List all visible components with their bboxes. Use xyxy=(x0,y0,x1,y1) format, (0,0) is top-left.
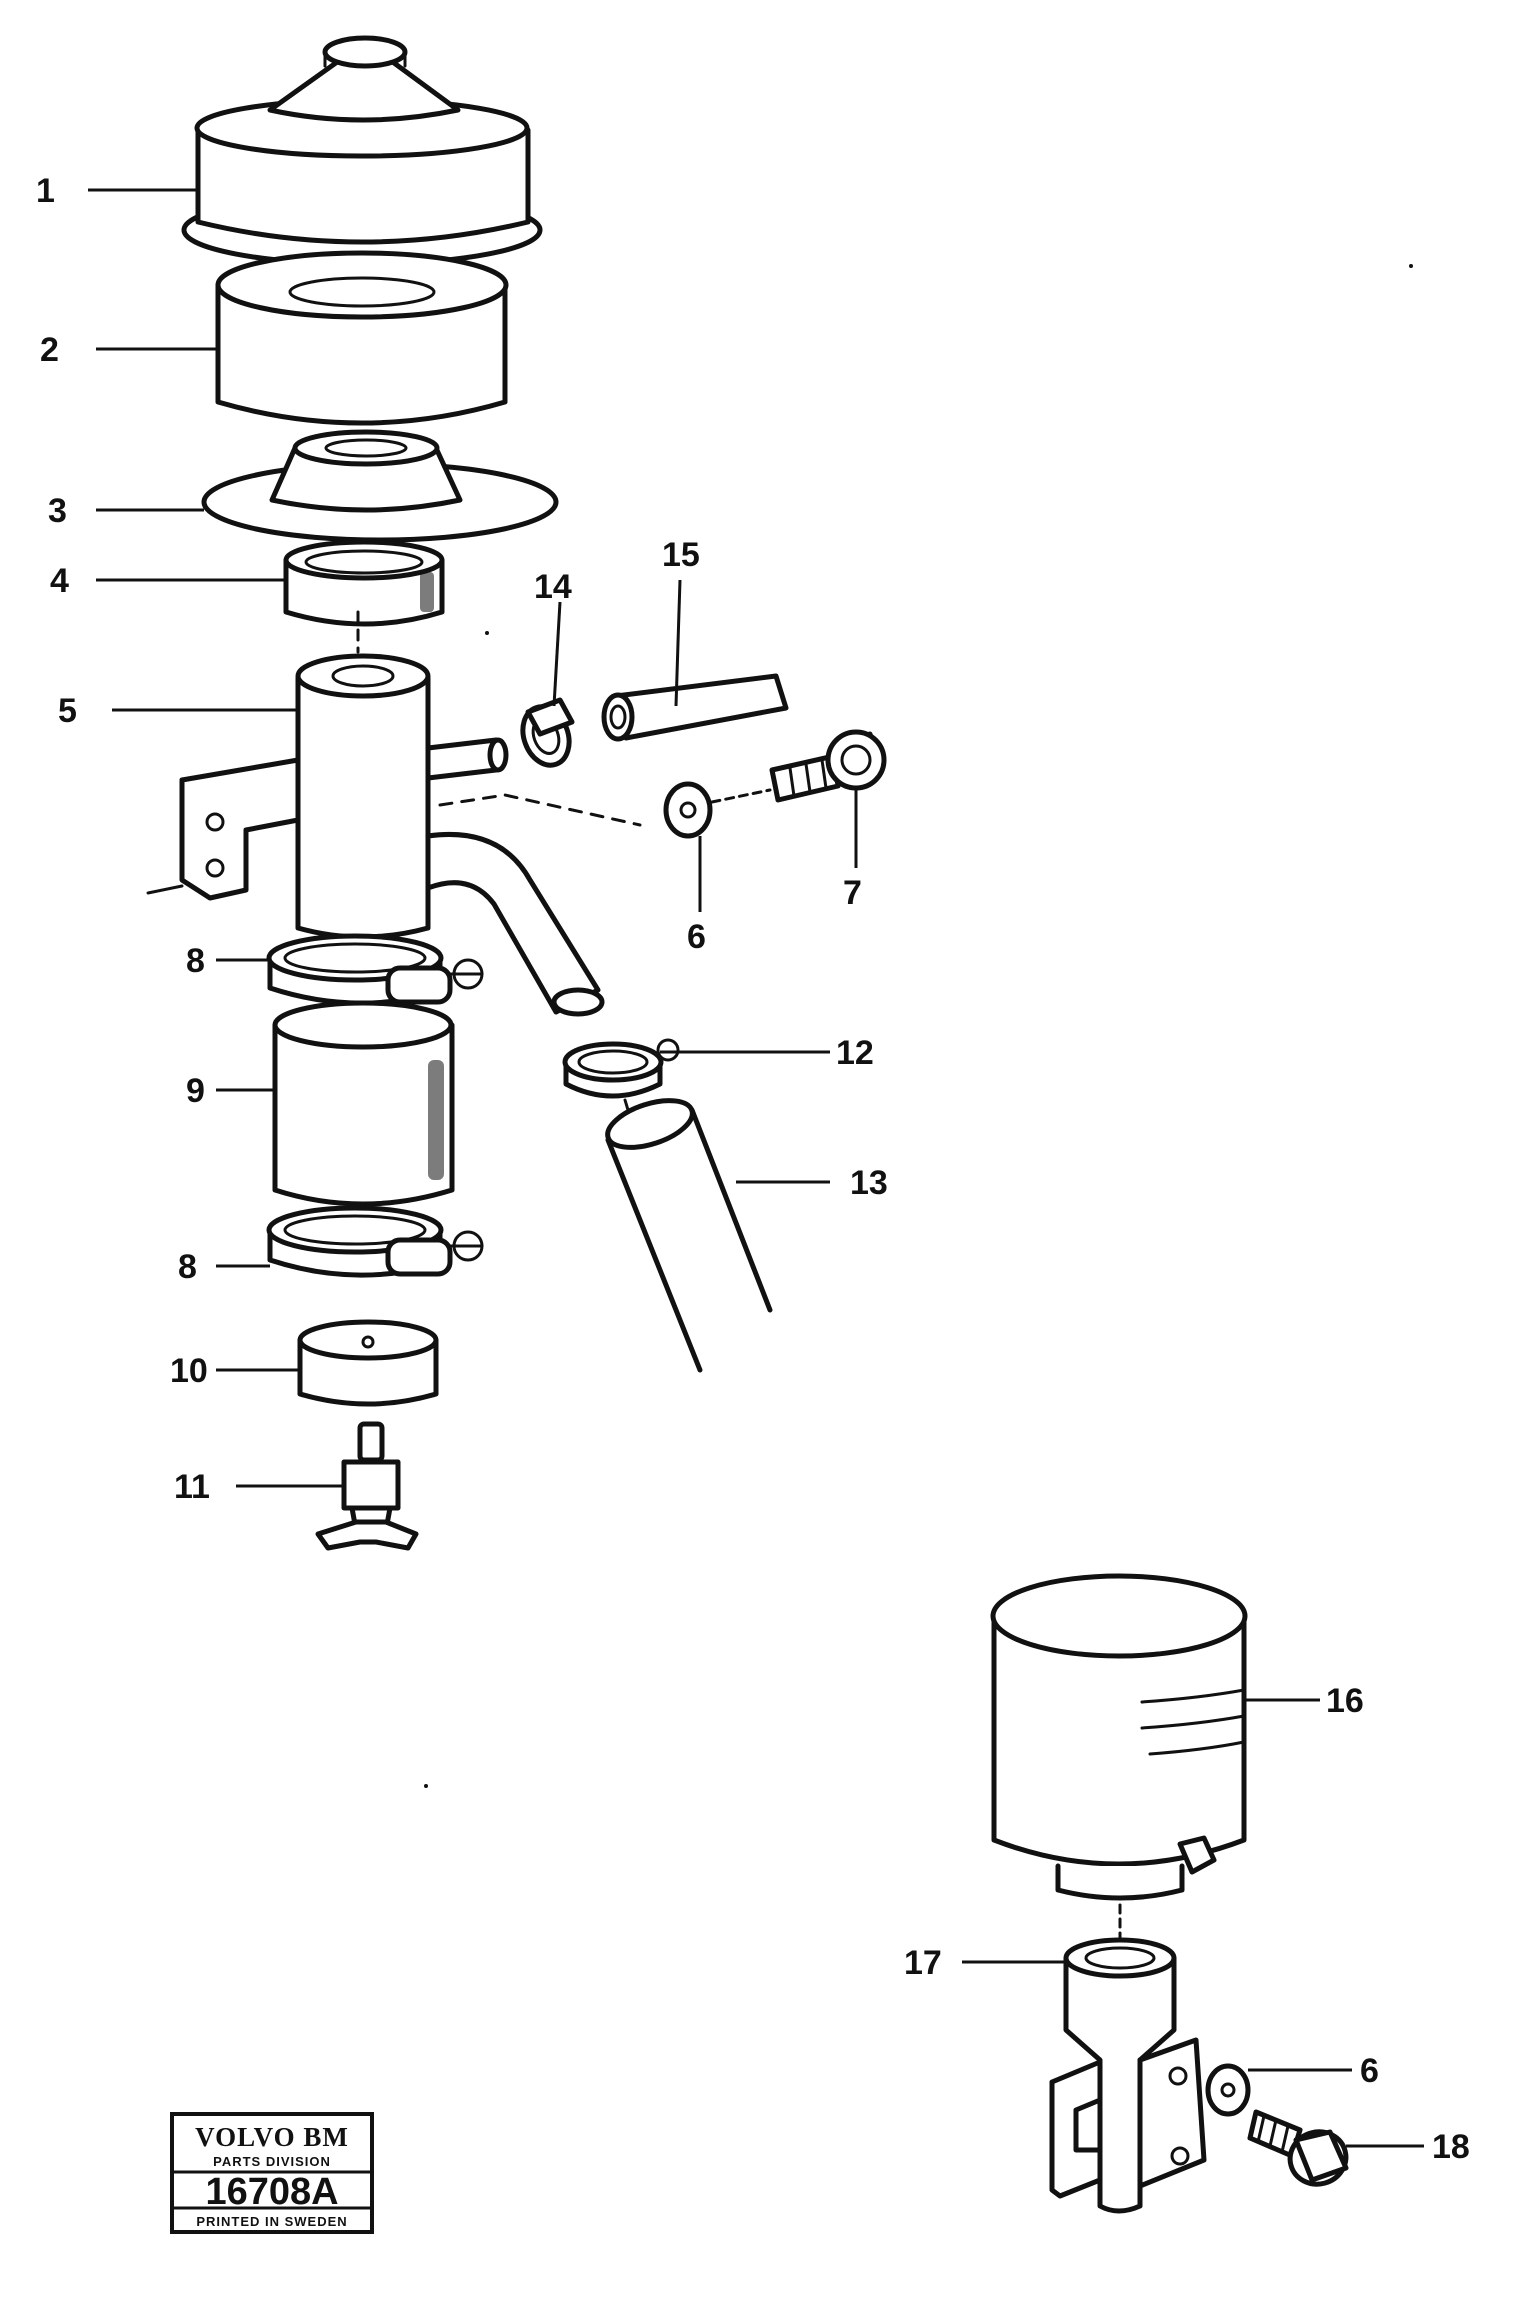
part-2-filter-element xyxy=(215,250,509,426)
part-10-plug xyxy=(297,1319,439,1407)
part-7-bolt xyxy=(769,729,887,803)
stamp-brand: VOLVO BM xyxy=(195,2122,349,2152)
part-8-clamp-upper xyxy=(266,933,484,1006)
callout-17: 17 xyxy=(904,1944,942,1982)
callout-16: 16 xyxy=(1326,1682,1364,1720)
part-8-clamp-lower xyxy=(266,1205,484,1278)
stray-marks xyxy=(146,264,1413,1788)
callout-5: 5 xyxy=(58,692,77,730)
callout-7: 7 xyxy=(843,874,862,912)
part-17-filter-head xyxy=(1049,1937,1207,2214)
part-1-filter-cap xyxy=(181,35,543,267)
part-13-hose xyxy=(605,1098,773,1373)
callout-6-lower: 6 xyxy=(1360,2052,1379,2090)
part-18-bolt xyxy=(1247,2109,1349,2187)
part-6-washer-lower xyxy=(1205,2063,1251,2117)
part-9-bowl xyxy=(272,1000,455,1207)
callout-14: 14 xyxy=(534,568,572,606)
callout-8: 8 xyxy=(186,942,205,980)
callout-1: 1 xyxy=(36,172,55,210)
callout-9: 9 xyxy=(186,1072,205,1110)
stamp-division: PARTS DIVISION xyxy=(213,2154,331,2169)
stamp-number: 16708A xyxy=(205,2171,338,2213)
parts-division-stamp: VOLVO BM PARTS DIVISION 16708A PRINTED I… xyxy=(170,2112,374,2234)
callout-15: 15 xyxy=(662,536,700,574)
callout-13: 13 xyxy=(850,1164,888,1202)
part-3-cone-plate xyxy=(201,429,559,543)
part-15-hose xyxy=(601,673,789,742)
callout-11: 11 xyxy=(174,1468,210,1506)
callout-12: 12 xyxy=(836,1034,874,1072)
callout-6: 6 xyxy=(687,918,706,956)
part-14-small-clamp xyxy=(520,697,575,768)
part-12-hose-clamp xyxy=(562,1038,680,1099)
callout-labels: 1 2 3 4 5 6 7 8 9 8 10 11 12 13 14 15 16… xyxy=(36,172,1470,2166)
stamp-footer: PRINTED IN SWEDEN xyxy=(196,2214,347,2229)
callout-18: 18 xyxy=(1432,2128,1470,2166)
callout-8-lower: 8 xyxy=(178,1248,197,1286)
callout-4: 4 xyxy=(50,562,69,600)
part-11-drain-cock xyxy=(315,1421,419,1551)
part-6-washer-upper xyxy=(663,781,713,839)
callout-10: 10 xyxy=(170,1352,208,1390)
leader-lines xyxy=(88,188,1424,2148)
callout-2: 2 xyxy=(40,331,59,369)
callout-3: 3 xyxy=(48,492,67,530)
part-16-spin-on-filter xyxy=(990,1573,1248,1901)
part-4-sleeve xyxy=(283,539,445,627)
